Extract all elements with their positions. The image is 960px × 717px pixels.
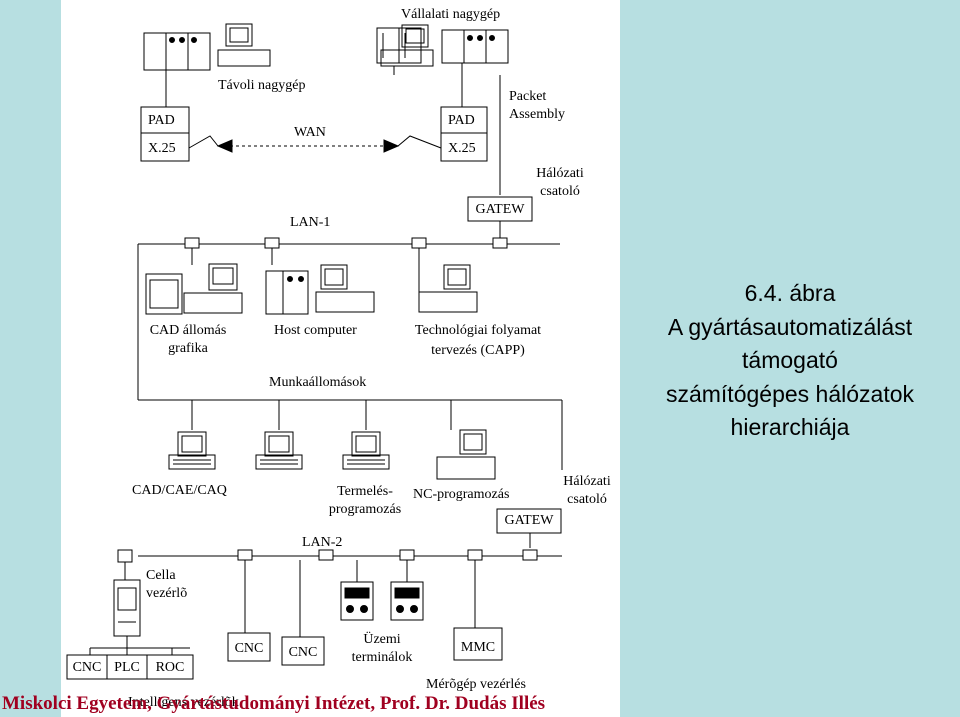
terminal-icon-2 [255, 431, 303, 470]
workstations-label: Munkaállomások [269, 375, 367, 390]
cmm-control-label: Mérõgép vezérlés [426, 677, 526, 692]
gateway-adapter-label-1b: csatoló [540, 184, 580, 199]
packet-assembly-line-1: Packet [509, 89, 547, 104]
x25-left-label: X.25 [148, 141, 176, 156]
remote-mainframe-icon [143, 23, 271, 71]
caption-line-5: hierarchiája [730, 414, 850, 440]
host-computer-label: Host computer [274, 323, 357, 338]
footer-credit: Miskolci Egyetem, Gyártástudományi Intéz… [2, 693, 546, 714]
cnc-label-1: CNC [72, 660, 102, 675]
remote-mainframe-label: Távoli nagygép [218, 78, 306, 93]
caption-line-1: 6.4. ábra [744, 280, 836, 306]
production-programming-label-1: Termelés- [337, 484, 393, 499]
host-computer-icon [265, 264, 375, 315]
caption-line-4: számítógépes hálózatok [665, 380, 915, 407]
figure-caption: 6.4. ábra A gyártásautomatizálást támoga… [620, 277, 960, 445]
plant-terminals-label-1: Üzemi [363, 632, 401, 647]
gateway-adapter-label-2: Hálózati [563, 474, 611, 489]
cell-controller-label-1: Cella [146, 568, 176, 583]
cad-station-icon [145, 263, 243, 315]
gatew-1-label: GATEW [475, 202, 525, 217]
gateway-adapter-label-2b: csatoló [567, 492, 607, 507]
plc-label: PLC [114, 660, 140, 675]
capp-label-2: tervezés (CAPP) [431, 343, 525, 358]
nc-programming-label: NC-programozás [413, 487, 510, 502]
nc-station-icon [436, 429, 496, 480]
terminal-icon-1 [168, 431, 216, 470]
cad-station-label-2: grafika [168, 341, 208, 356]
wan-label: WAN [294, 125, 326, 140]
pad-right-label: PAD [448, 113, 475, 128]
plant-terminal-icon-1 [340, 581, 374, 621]
caption-line-3: támogató [742, 347, 838, 373]
caption-line-2: A gyártásautomatizálást [667, 313, 913, 340]
enterprise-mainframe-label: Vállalati nagygép [401, 7, 501, 22]
capp-label-1: Technológiai folyamat [414, 323, 542, 338]
enterprise-mainframe-icon [376, 24, 509, 75]
capp-station-icon [418, 264, 478, 313]
cnc-label-3: CNC [288, 645, 318, 660]
cad-station-label-1: CAD állomás [149, 323, 227, 338]
lan1-label: LAN-1 [290, 215, 331, 230]
mmc-label: MMC [460, 640, 496, 655]
cnc-label-2: CNC [234, 641, 264, 656]
cell-controller-icon [113, 579, 141, 637]
gateway-adapter-label-1: Hálózati [536, 166, 584, 181]
packet-assembly-line-2: Assembly [509, 107, 565, 122]
intelligent-controllers-label: Intelligens vezérlõk [128, 695, 239, 710]
lan2-label: LAN-2 [302, 535, 343, 550]
x25-right-label: X.25 [448, 141, 476, 156]
gatew-2-label: GATEW [504, 513, 554, 528]
pad-left-label: PAD [148, 113, 175, 128]
roc-label: ROC [155, 660, 185, 675]
plant-terminal-icon-2 [390, 581, 424, 621]
plant-terminals-label-2: terminálok [351, 650, 413, 665]
production-programming-label-2: programozás [328, 502, 402, 517]
cad-cae-caq-label: CAD/CAE/CAQ [132, 483, 227, 498]
cell-controller-label-2: vezérlõ [146, 586, 188, 601]
terminal-icon-3 [342, 431, 390, 470]
